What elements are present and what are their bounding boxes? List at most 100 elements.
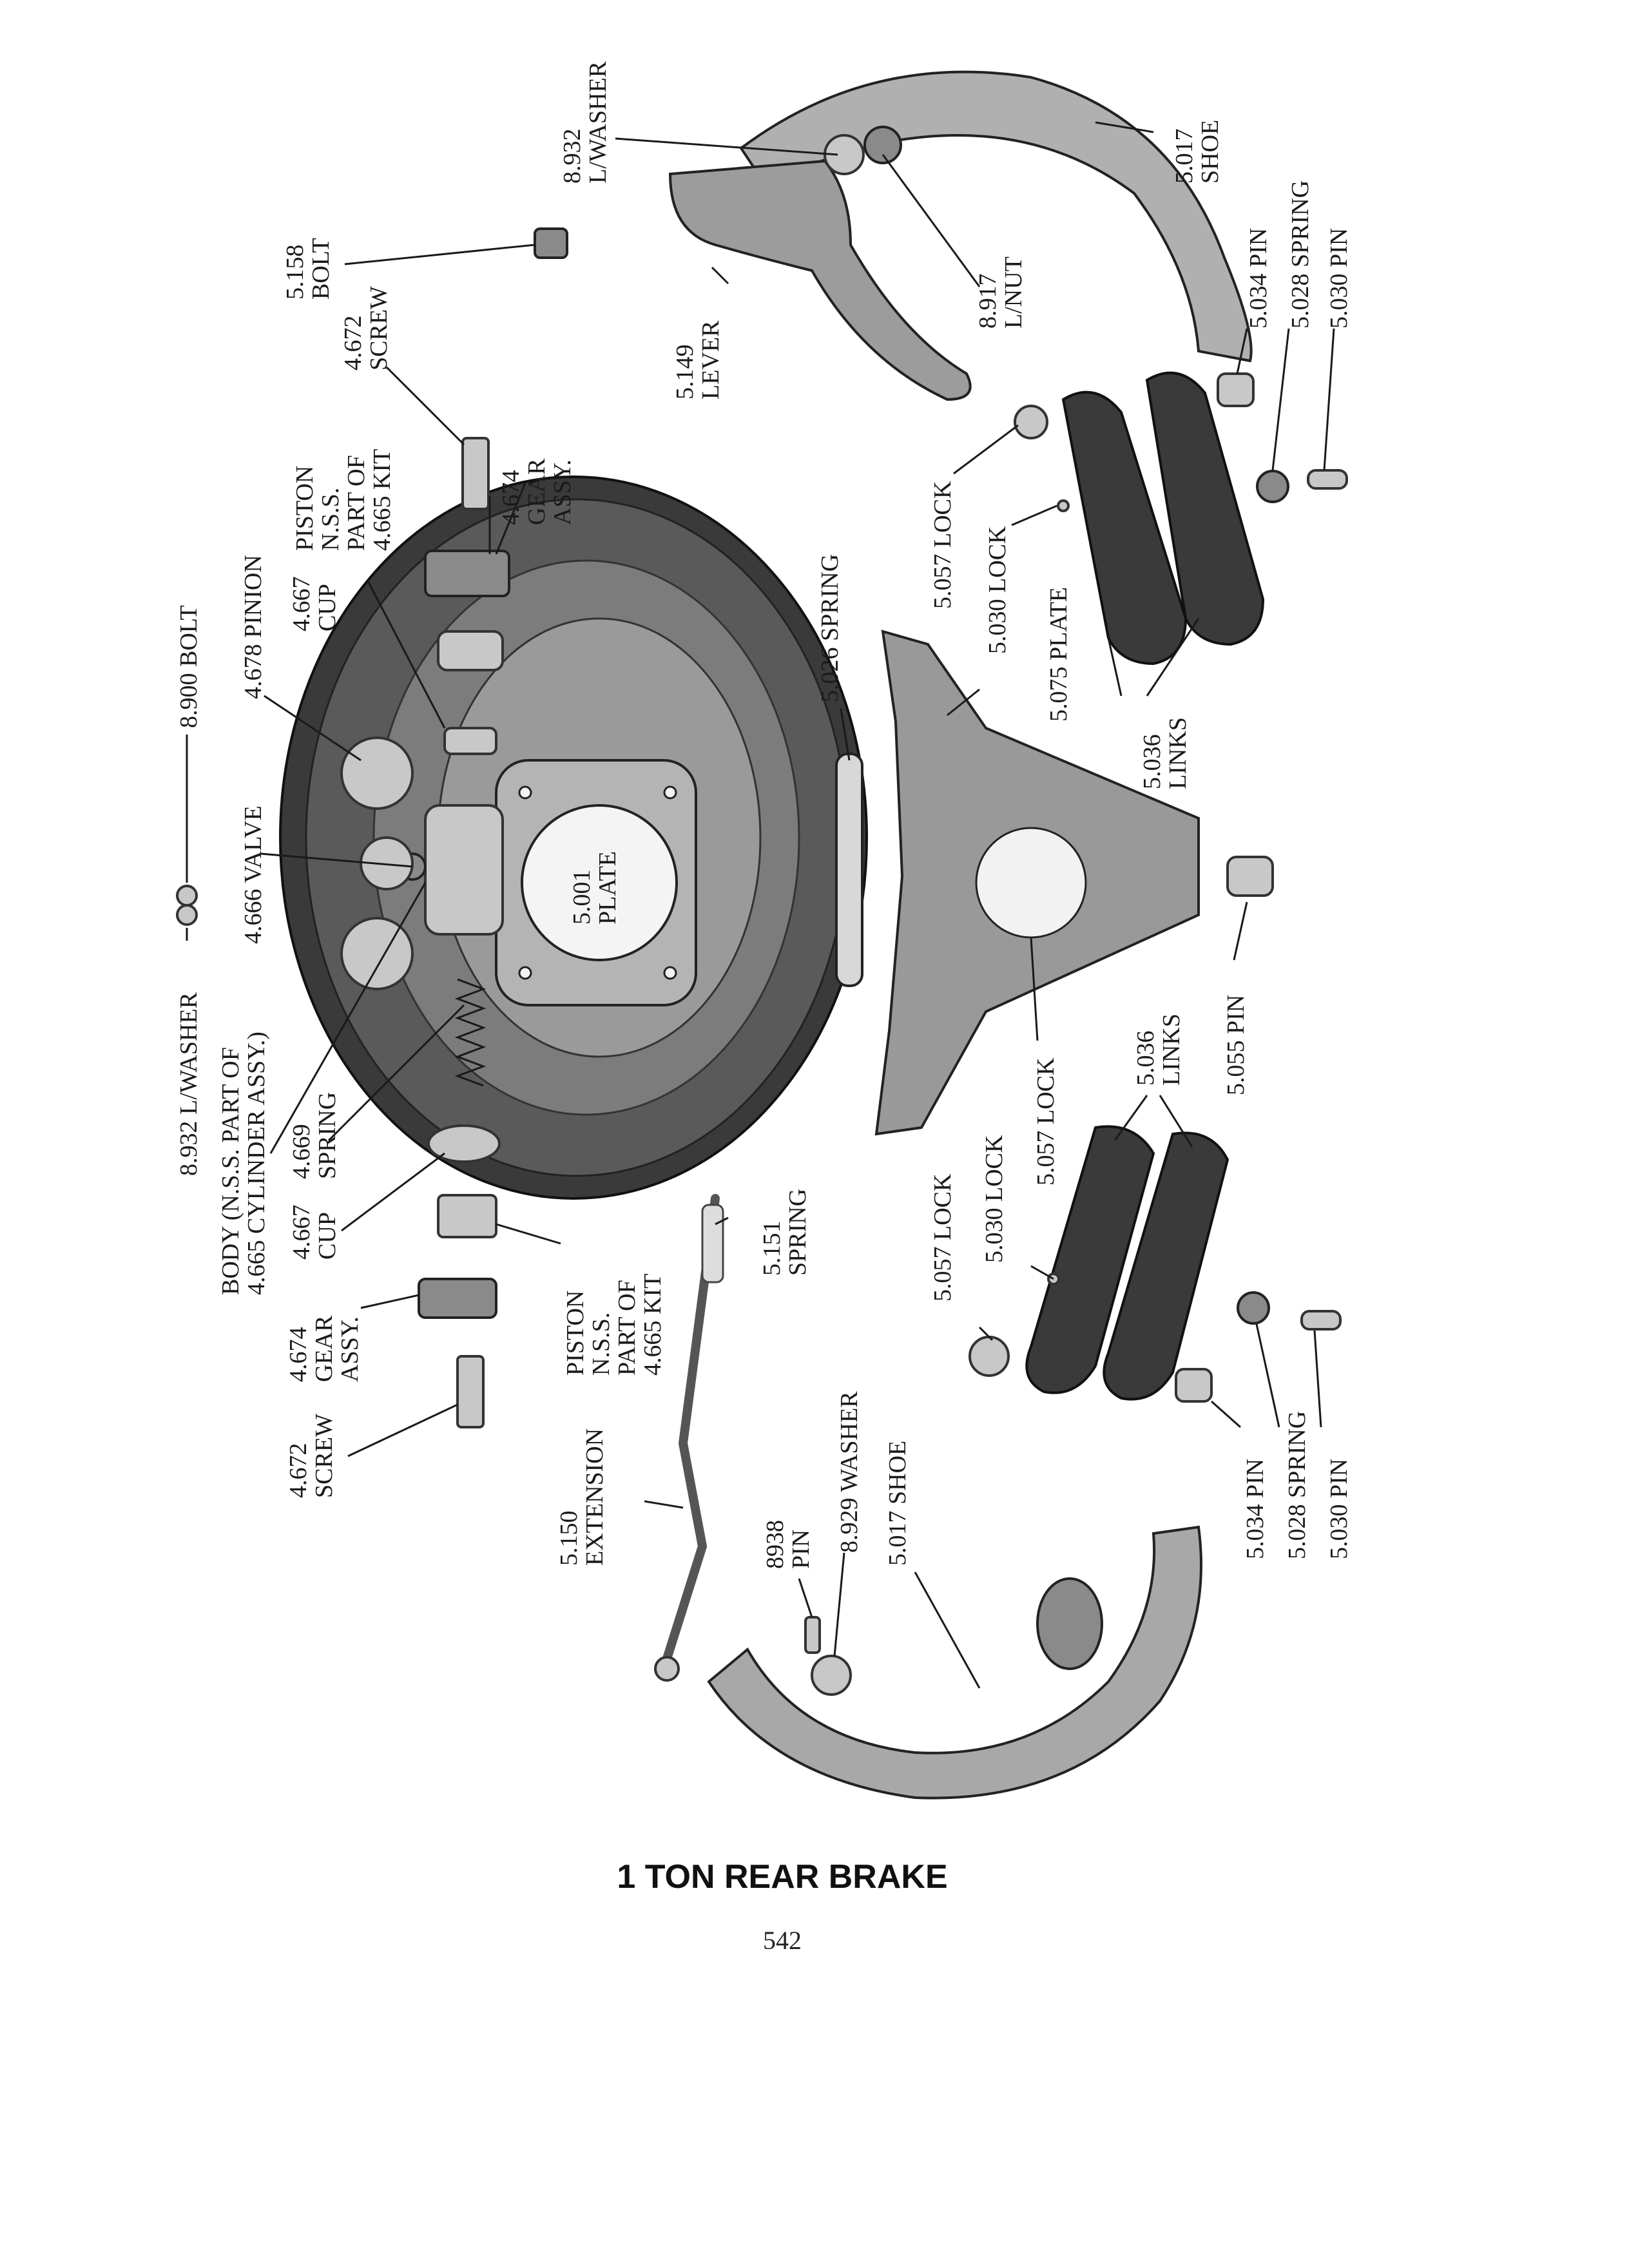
bolt-8900-part bbox=[176, 885, 198, 907]
label-4672-screw-top-txt: SCREW bbox=[365, 286, 392, 370]
label-4672-screw-top-num: 4.672 bbox=[340, 316, 367, 371]
pin-5030-bottom-part bbox=[1300, 1310, 1342, 1331]
label-4666-valve: 4.666 VALVE bbox=[240, 805, 267, 944]
label-8900-bolt: 8.900 BOLT bbox=[175, 605, 202, 728]
spring-5026-part bbox=[835, 753, 863, 987]
label-5055-pin: 5.055 PIN bbox=[1222, 995, 1249, 1095]
gear-4674-top-part bbox=[424, 550, 510, 597]
label-5057-lock-tr: 5.057 LOCK bbox=[929, 481, 956, 609]
spring-5151-part bbox=[701, 1204, 724, 1283]
label-8917-lnut-num: 8.917 bbox=[974, 274, 1001, 329]
label-4674-gear-top-3: ASSY. bbox=[549, 459, 576, 525]
label-body-2: 4.665 CYLINDER ASSY.) bbox=[243, 1032, 270, 1295]
piston-bottom-part bbox=[437, 1194, 497, 1238]
label-5028-spring-top: 5.028 SPRING bbox=[1287, 180, 1314, 329]
label-5036-links-bot-num: 5.036 bbox=[1132, 1031, 1159, 1086]
label-piston-bot-1: PISTON bbox=[562, 1291, 589, 1376]
pinion-4678 bbox=[340, 736, 414, 990]
label-piston-top-4: 4.665 KIT bbox=[369, 449, 396, 551]
label-5036-links-top-num: 5.036 bbox=[1139, 735, 1166, 790]
lock-5057-bl-part bbox=[969, 1336, 1010, 1377]
spring-5028-bottom-part bbox=[1237, 1291, 1270, 1325]
label-4672-screw-bot-txt: SCREW bbox=[311, 1414, 338, 1498]
label-5026-spring: 5.026 SPRING bbox=[816, 554, 843, 702]
label-5030-pin-bot: 5.030 PIN bbox=[1325, 1459, 1353, 1559]
bolt-5158-part bbox=[534, 227, 568, 259]
label-5034-pin-top: 5.034 PIN bbox=[1245, 228, 1272, 329]
label-4674-gear-bot-2: GEAR bbox=[311, 1315, 338, 1382]
links-5036-top-part-b bbox=[1145, 371, 1265, 646]
label-4667-cup-bot-txt: CUP bbox=[314, 1212, 341, 1260]
lwasher-8932-left-part bbox=[176, 904, 198, 926]
label-5151-spring-txt: SPRING bbox=[784, 1189, 811, 1276]
screw-4672-top-part bbox=[461, 437, 490, 510]
label-4669-spring-num: 4.669 bbox=[288, 1124, 315, 1180]
label-5149-lever-txt: LEVER bbox=[697, 320, 724, 399]
label-5030-lock-bl: 5.030 LOCK bbox=[981, 1135, 1008, 1263]
gear-4674-bottom-part bbox=[418, 1278, 497, 1319]
label-5034-pin-bot: 5.034 PIN bbox=[1242, 1459, 1269, 1559]
label-4674-gear-bot-1: 4.674 bbox=[285, 1327, 312, 1383]
part-labels: 8.932 L/WASHER 5.017 SHOE 8.917 L/NUT 5.… bbox=[175, 61, 1353, 1569]
label-5151-spring-num: 5.151 bbox=[758, 1221, 786, 1276]
label-5149-lever-num: 5.149 bbox=[671, 345, 699, 400]
label-piston-top-3: PART OF bbox=[343, 455, 370, 551]
cup-4667-bottom-part bbox=[427, 1124, 501, 1163]
label-piston-top-2: N.S.S. bbox=[317, 488, 344, 551]
label-4667-cup-top-num: 4.667 bbox=[288, 577, 315, 632]
label-4667-cup-top-txt: CUP bbox=[314, 584, 341, 631]
label-5158-bolt-txt: BOLT bbox=[307, 238, 334, 300]
label-8917-lnut-txt: L/NUT bbox=[1000, 256, 1027, 329]
washer-8929-part bbox=[811, 1655, 852, 1696]
spring-4669-part bbox=[454, 978, 487, 1087]
pin-5055-part bbox=[1226, 856, 1274, 897]
label-5017-shoe-bot: 5.017 SHOE bbox=[884, 1441, 911, 1566]
label-5150-ext-txt: EXTENSION bbox=[581, 1428, 608, 1566]
lnut-8917-part bbox=[863, 126, 902, 164]
extension-5150-part bbox=[659, 1194, 720, 1673]
shoe-5017-bottom-part bbox=[707, 1525, 1202, 1800]
pin-5030-top-part bbox=[1307, 469, 1348, 490]
label-4678-pinion: 4.678 PINION bbox=[240, 555, 267, 699]
label-5017-shoe-top-num: 5.017 bbox=[1171, 129, 1198, 184]
label-5001-plate-txt: PLATE bbox=[594, 851, 621, 925]
label-8938-pin-num: 8938 bbox=[762, 1520, 789, 1569]
cup-4667-top-part bbox=[437, 630, 504, 671]
label-5017-shoe-top-txt: SHOE bbox=[1197, 120, 1224, 184]
links-5036-bottom-part-b bbox=[1103, 1131, 1229, 1401]
label-piston-bot-3: PART OF bbox=[613, 1280, 641, 1376]
label-8929-washer: 8.929 WASHER bbox=[836, 1391, 863, 1553]
label-4667-cup-bot-num: 4.667 bbox=[288, 1205, 315, 1260]
label-piston-bot-4: 4.665 KIT bbox=[639, 1274, 666, 1376]
cup-4667-lower-part bbox=[443, 727, 497, 755]
page-number: 542 bbox=[763, 1926, 802, 1955]
label-8932-lwasher-top-num: 8.932 bbox=[559, 129, 586, 184]
label-5028-spring-bot: 5.028 SPRING bbox=[1284, 1411, 1311, 1559]
lock-5030-tr-part bbox=[1057, 499, 1070, 512]
links-5036-bottom-part-a bbox=[1025, 1125, 1155, 1394]
pin-5034-top-part bbox=[1217, 372, 1255, 407]
screw-4672-bottom-part bbox=[456, 1355, 485, 1428]
label-piston-bot-2: N.S.S. bbox=[588, 1312, 615, 1376]
label-5075-plate: 5.075 PLATE bbox=[1045, 587, 1072, 722]
lever-5149-part bbox=[668, 159, 972, 401]
pin-5034-bottom-part bbox=[1175, 1368, 1213, 1403]
label-5030-lock-tr: 5.030 LOCK bbox=[984, 526, 1011, 654]
label-piston-top-1: PISTON bbox=[291, 466, 318, 551]
label-body-1: BODY (N.S.S. PART OF bbox=[217, 1047, 244, 1295]
label-5158-bolt-num: 5.158 bbox=[282, 245, 309, 300]
label-4672-screw-bot-num: 4.672 bbox=[285, 1443, 312, 1499]
label-4674-gear-top-1: 4.674 bbox=[497, 470, 525, 526]
label-5057-lock-bl: 5.057 LOCK bbox=[929, 1173, 956, 1302]
label-5150-ext-num: 5.150 bbox=[555, 1511, 583, 1566]
label-4674-gear-bot-3: ASSY. bbox=[336, 1316, 363, 1382]
label-5036-links-top-txt: LINKS bbox=[1164, 717, 1191, 789]
parts-illustration bbox=[176, 70, 1348, 1800]
label-5001-plate-num: 5.001 bbox=[568, 870, 595, 925]
spring-5028-top-part bbox=[1256, 470, 1289, 503]
label-4669-spring-txt: SPRING bbox=[314, 1092, 341, 1179]
label-4674-gear-top-2: GEAR bbox=[523, 458, 550, 525]
label-5057-lock-center: 5.057 LOCK bbox=[1032, 1057, 1059, 1186]
label-5030-pin-top: 5.030 PIN bbox=[1325, 228, 1353, 329]
